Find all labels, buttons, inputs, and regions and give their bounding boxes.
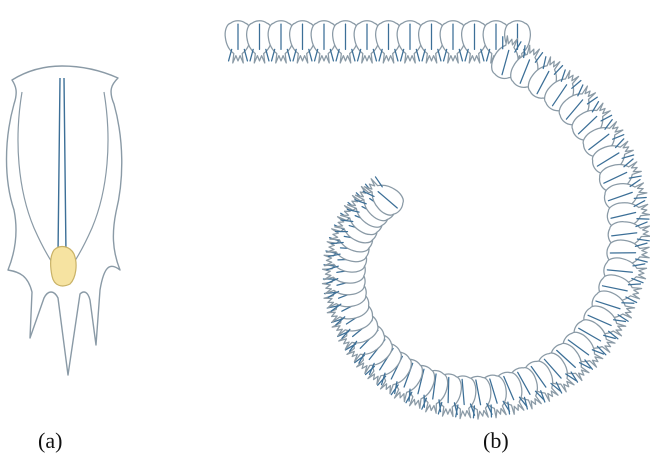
single-cell-nucleus bbox=[50, 245, 77, 287]
single-cell-inner-wall bbox=[17, 91, 109, 269]
chain-cell bbox=[332, 20, 359, 64]
chain-cell bbox=[439, 20, 467, 64]
chain-cell bbox=[289, 20, 316, 64]
chain-cell bbox=[461, 20, 488, 64]
panel-label-a: (a) bbox=[38, 428, 63, 453]
chain-cell bbox=[246, 20, 273, 64]
single-cell-drawing bbox=[5, 65, 123, 376]
cell-chain-spiral bbox=[224, 20, 650, 422]
chain-cell bbox=[267, 20, 295, 64]
chain-cell bbox=[224, 20, 252, 64]
chain-cell bbox=[310, 20, 338, 64]
single-cell-outline bbox=[5, 65, 123, 376]
chain-cell bbox=[418, 20, 445, 64]
single-cell-axis bbox=[57, 77, 67, 256]
panel-label-b: (b) bbox=[483, 428, 509, 453]
chain-cell bbox=[396, 20, 424, 64]
chain-cell bbox=[353, 20, 381, 64]
chain-cell bbox=[375, 20, 402, 64]
